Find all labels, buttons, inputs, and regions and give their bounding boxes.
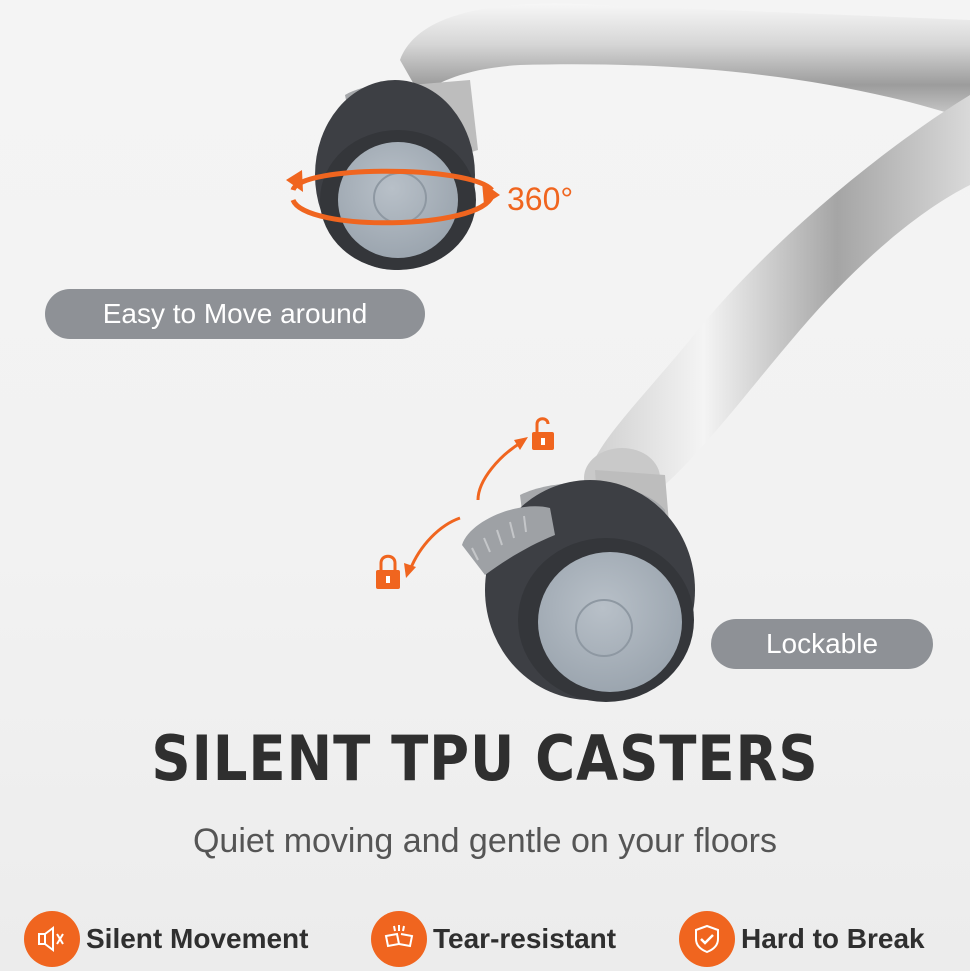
feature-list: Silent Movement Tear-resistant Hard to B…	[0, 905, 970, 971]
brake-lever	[462, 506, 555, 575]
feature-silent-movement: Silent Movement	[24, 909, 308, 969]
lockable-badge: Lockable	[711, 619, 933, 669]
headline: SILENT TPU CASTERS	[151, 722, 819, 795]
rotation-arrow-icon	[286, 168, 500, 226]
feature-label: Tear-resistant	[433, 923, 617, 954]
tear-resistant-icon	[371, 911, 427, 967]
lock-arrows-icon	[404, 437, 528, 578]
feature-label: Hard to Break	[741, 923, 925, 954]
feature-tear-resistant: Tear-resistant	[371, 909, 616, 969]
rotation-degree-label: 360°	[507, 181, 574, 217]
shield-check-icon	[679, 911, 735, 967]
unlock-icon	[532, 417, 554, 450]
feature-label: Silent Movement	[86, 923, 309, 954]
easy-to-move-badge: Easy to Move around	[45, 289, 425, 339]
chair-base-arm-upper	[400, 3, 970, 121]
speaker-icon	[24, 911, 80, 967]
lock-icon	[376, 554, 400, 589]
chair-base-arm-lower	[590, 95, 970, 505]
feature-hard-to-break: Hard to Break	[679, 909, 925, 969]
subheadline: Quiet moving and gentle on your floors	[192, 822, 777, 860]
